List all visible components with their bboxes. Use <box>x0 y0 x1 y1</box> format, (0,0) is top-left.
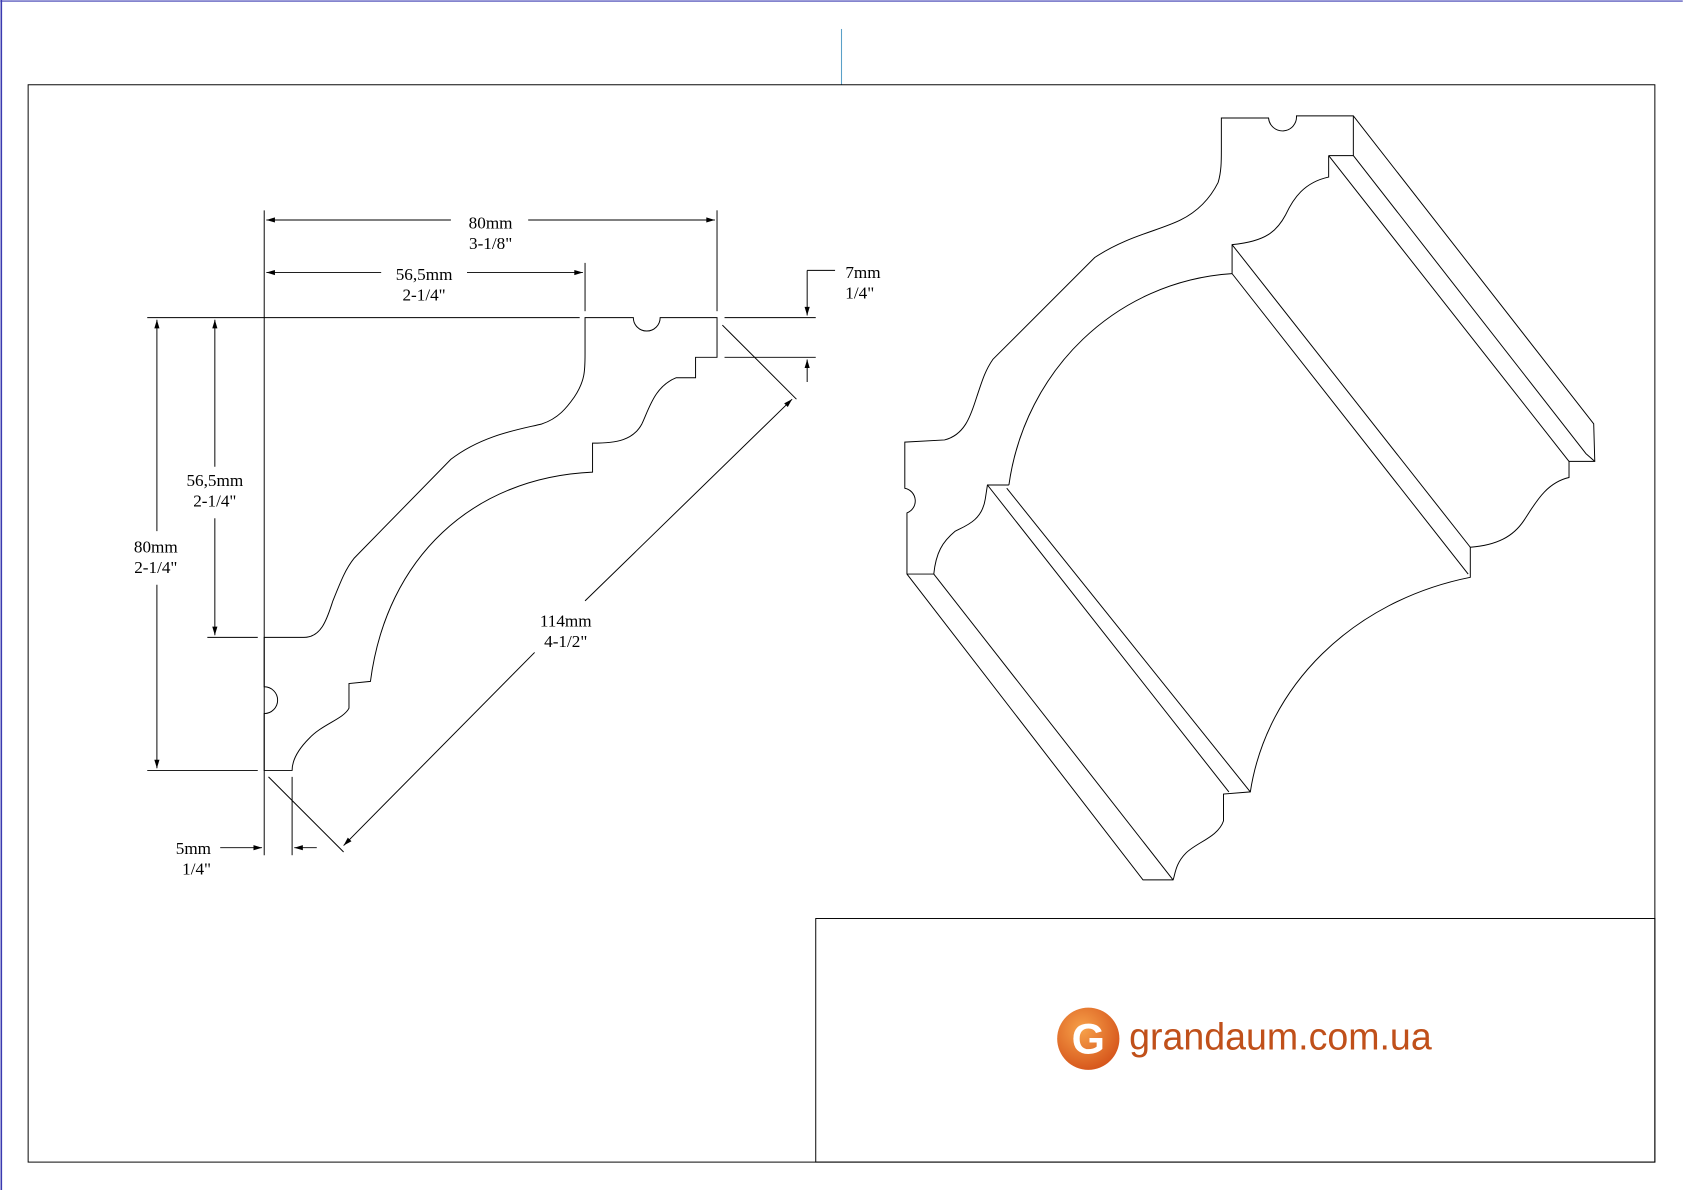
dim-offset-metric: 5mm <box>176 839 212 858</box>
brand-logo: G grandaum.com.ua <box>1057 1007 1432 1070</box>
dim-side-overall-metric: 80mm <box>134 538 179 557</box>
dim-side-overall-imperial: 2-1/4" <box>134 558 177 577</box>
dimension-lines <box>154 217 836 851</box>
drawing-frame <box>27 84 1656 1163</box>
isometric-view <box>904 115 1596 881</box>
dim-top-partial-imperial: 2-1/4" <box>402 285 445 304</box>
dim-step-metric: 7mm <box>845 263 881 282</box>
title-block <box>815 918 1656 1163</box>
profile-section <box>263 317 718 771</box>
extension-lines <box>147 210 816 856</box>
dim-top-overall-metric: 80mm <box>469 214 514 233</box>
dim-offset-imperial: 1/4" <box>182 860 211 879</box>
logo-letter: G <box>1072 1016 1105 1064</box>
logo-g-icon <box>1057 1007 1120 1070</box>
dim-top-overall-imperial: 3-1/8" <box>469 234 512 253</box>
dim-top-partial-metric: 56,5mm <box>396 265 453 284</box>
dim-side-partial-metric: 56,5mm <box>186 471 243 490</box>
dim-side-partial-imperial: 2-1/4" <box>193 491 236 510</box>
brand-url: grandaum.com.ua <box>1129 1015 1432 1057</box>
dim-step-imperial: 1/4" <box>845 283 874 302</box>
dim-diagonal-imperial: 4-1/2" <box>544 632 587 651</box>
dim-diagonal-metric: 114mm <box>540 612 592 631</box>
